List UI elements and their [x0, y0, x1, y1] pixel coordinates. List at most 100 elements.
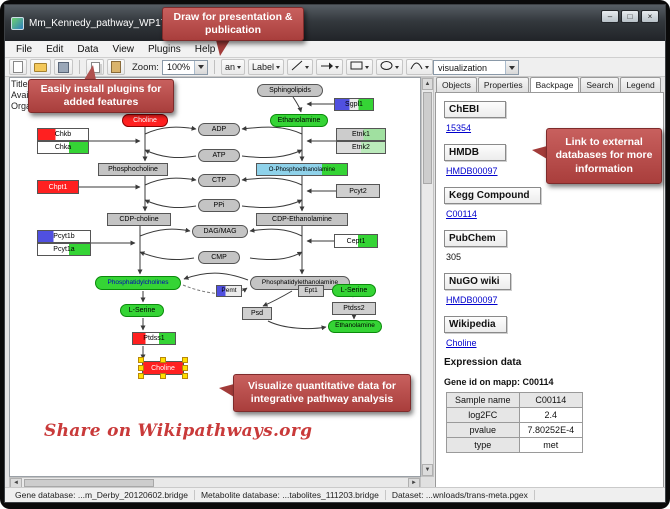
node-ept1[interactable]: Ept1	[298, 285, 324, 297]
datanode-tool-label: an	[224, 62, 235, 72]
line-tool-button[interactable]	[286, 58, 313, 76]
rect-tool-button[interactable]	[345, 59, 373, 75]
menu-view[interactable]: View	[112, 43, 134, 55]
arc-icon	[410, 58, 423, 76]
callout-plugins-pointer-icon	[84, 65, 96, 80]
node-ptdss2[interactable]: Ptdss2	[332, 302, 376, 315]
wikipedia-link[interactable]: Choline	[446, 338, 477, 348]
node-choline[interactable]: Choline	[122, 114, 168, 127]
node-pemt[interactable]: Pemt	[216, 285, 242, 297]
node-ethanolamine[interactable]: Ethanolamine	[328, 320, 382, 333]
node-chpt1[interactable]: Chpt1	[37, 180, 79, 194]
callout-draw-pointer-icon	[216, 40, 230, 56]
callout-plugins: Easily install plugins for added feature…	[28, 79, 174, 113]
selection-handle[interactable]	[182, 357, 188, 363]
line-icon	[291, 58, 303, 76]
tab-objects[interactable]: Objects	[436, 77, 477, 92]
node-dag-mag[interactable]: DAG/MAG	[192, 225, 248, 238]
maximize-button[interactable]: □	[621, 10, 639, 23]
node-cdp-choline[interactable]: CDP-choline	[107, 213, 171, 226]
close-button[interactable]: ×	[641, 10, 659, 23]
selection-handle[interactable]	[182, 373, 188, 379]
scroll-down-arrow-icon[interactable]: ▼	[422, 464, 433, 476]
minimize-button[interactable]: –	[601, 10, 619, 23]
node-etnk1[interactable]: Etnk1	[336, 128, 386, 141]
arrow-tool-button[interactable]	[315, 58, 343, 76]
node-pcyt2[interactable]: Pcyt2	[336, 184, 380, 198]
node-psd[interactable]: Psd	[242, 307, 272, 320]
toolbar: Zoom: 100% an Label	[5, 58, 665, 77]
tab-search[interactable]: Search	[580, 77, 620, 92]
node-cept1[interactable]: Cept1	[334, 234, 378, 248]
node-phosphatidylcholines[interactable]: Phosphatidylcholines	[95, 276, 181, 290]
titlebar: Mm_Kennedy_pathway_WP1771_45176.gpml – □…	[5, 5, 665, 41]
node-ptdss1[interactable]: Ptdss1	[132, 332, 176, 345]
node-ctp[interactable]: CTP	[198, 174, 240, 187]
tab-legend[interactable]: Legend	[620, 77, 661, 92]
menu-plugins[interactable]: Plugins	[147, 43, 181, 55]
chebi-link[interactable]: 15354	[446, 123, 472, 133]
oval-tool-button[interactable]	[375, 59, 403, 75]
horizontal-scroll-thumb[interactable]	[24, 479, 154, 487]
node-pcyt1a[interactable]: Pcyt1a	[37, 243, 91, 256]
selection-handle[interactable]	[160, 357, 166, 363]
arrow-icon	[320, 58, 333, 76]
expr-cell: 2.4	[518, 407, 584, 423]
expr-cell: log2FC	[446, 407, 520, 423]
selection-handle[interactable]	[138, 373, 144, 379]
vertical-scrollbar[interactable]: ▲ ▼	[421, 77, 434, 477]
vertical-scroll-thumb[interactable]	[423, 92, 432, 184]
menu-file[interactable]: File	[16, 43, 33, 55]
node-cmp[interactable]: CMP	[198, 251, 240, 264]
menu-edit[interactable]: Edit	[46, 43, 64, 55]
paste-button[interactable]	[107, 59, 125, 75]
window-controls: – □ ×	[601, 10, 659, 23]
node-l-serine[interactable]: L-Serine	[332, 284, 376, 297]
node-adp[interactable]: ADP	[198, 123, 240, 136]
selection-handle[interactable]	[138, 357, 144, 363]
node-chka[interactable]: Chka	[37, 141, 89, 154]
node-chkb[interactable]: Chkb	[37, 128, 89, 141]
nugo-link[interactable]: HMDB00097	[446, 295, 498, 305]
node-cdp-ethanolamine[interactable]: CDP-Ethanolamine	[256, 213, 348, 226]
expr-cell: Sample name	[446, 392, 520, 408]
new-button[interactable]	[9, 59, 27, 75]
node-phosphocholine[interactable]: Phosphocholine	[98, 163, 168, 176]
menu-data[interactable]: Data	[77, 43, 99, 55]
label-tool-button[interactable]: Label	[247, 59, 284, 75]
arc-tool-button[interactable]	[405, 58, 433, 76]
node-sgpl1[interactable]: Sgpl1	[334, 98, 374, 111]
scroll-up-arrow-icon[interactable]: ▲	[422, 78, 433, 90]
node-atp[interactable]: ATP	[198, 149, 240, 162]
node-l-serine[interactable]: L-Serine	[120, 304, 164, 317]
callout-draw: Draw for presentation & publication	[162, 7, 304, 41]
menu-help[interactable]: Help	[194, 43, 216, 55]
selection-handle[interactable]	[138, 365, 144, 371]
backpage-section-nugo: NuGO wiki HMDB00097	[444, 271, 655, 305]
save-button[interactable]	[54, 59, 73, 75]
hmdb-link[interactable]: HMDB00097	[446, 166, 498, 176]
node-pcyt1b[interactable]: Pcyt1b	[37, 230, 91, 243]
node-etnk2[interactable]: Etnk2	[336, 141, 386, 154]
dropdown-caret-icon	[236, 65, 241, 69]
visualization-value: visualization	[438, 62, 488, 73]
tab-properties[interactable]: Properties	[477, 77, 529, 92]
selection-handle[interactable]	[182, 365, 188, 371]
visualization-combobox[interactable]: visualization	[433, 60, 519, 75]
expression-data-heading: Expression data	[444, 357, 522, 368]
kegg-link[interactable]: C00114	[446, 209, 477, 219]
node-ethanolamine[interactable]: Ethanolamine	[270, 114, 328, 127]
callout-visualize-pointer-icon	[219, 384, 234, 397]
zoom-combobox[interactable]: 100%	[161, 59, 208, 75]
datanode-tool-button[interactable]: an	[220, 59, 245, 75]
open-button[interactable]	[30, 59, 51, 75]
node-o-phosphoethanolamine[interactable]: O-Phosphoethanolamine	[256, 163, 348, 176]
tab-backpage[interactable]: Backpage	[529, 77, 580, 92]
menubar: File Edit Data View Plugins Help	[5, 41, 665, 58]
gene-id-line: Gene id on mapp: C00114	[444, 377, 554, 387]
node-ppi[interactable]: PPi	[198, 199, 240, 212]
node-sphingolipids[interactable]: Sphingolipids	[257, 84, 323, 97]
info-availability-label: Avail	[11, 90, 31, 100]
selection-handle[interactable]	[160, 373, 166, 379]
